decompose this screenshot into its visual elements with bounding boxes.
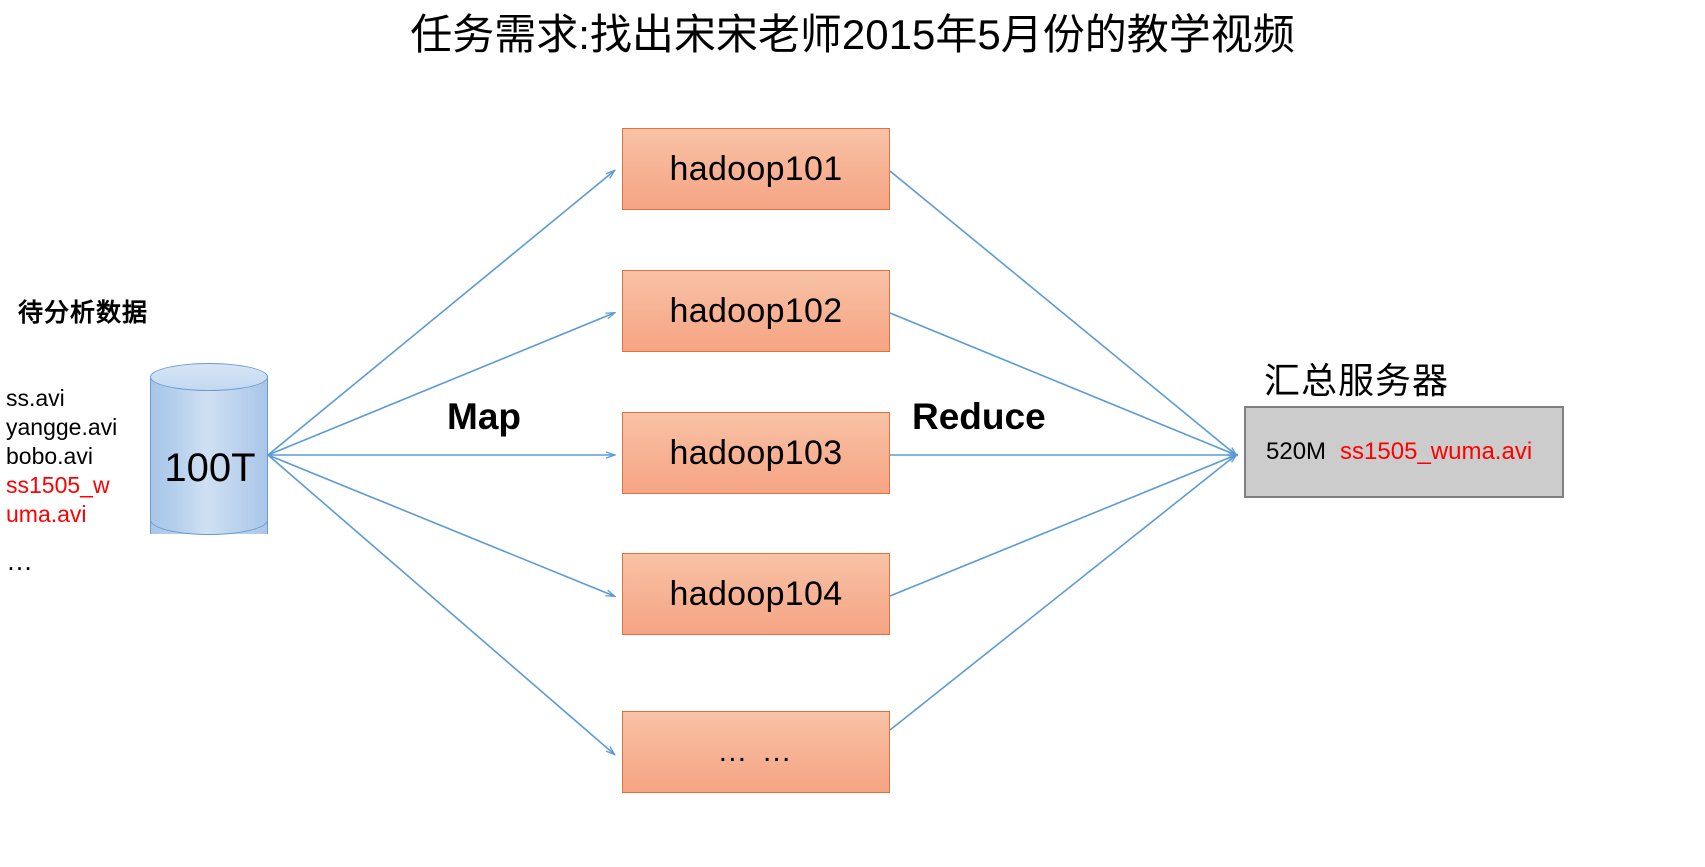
source-data-label: 待分析数据 — [18, 299, 149, 327]
map-arrow-hadoop104 — [267, 454, 614, 596]
source-file-list: ss.avi yangge.avi bobo.avi ss1505_w uma.… — [6, 384, 146, 529]
map-arrow-hadoop101 — [267, 171, 614, 456]
list-item: bobo.avi — [6, 443, 93, 469]
list-item: ss.avi — [6, 385, 65, 411]
worker-node-label: … … — [717, 735, 795, 768]
reduce-arrows — [889, 170, 1236, 731]
list-item-highlighted: uma.avi — [6, 501, 87, 527]
map-arrow-hadoop102 — [267, 313, 614, 456]
worker-node-hadoop102[interactable]: hadoop102 — [622, 270, 890, 352]
list-item: yangge.avi — [6, 414, 118, 440]
data-store-capacity-label: 100T — [164, 446, 256, 490]
worker-node-more[interactable]: … … — [622, 711, 890, 793]
worker-node-label: hadoop103 — [669, 433, 843, 472]
worker-node-hadoop101[interactable]: hadoop101 — [622, 128, 890, 210]
cylinder-bottom — [150, 505, 268, 535]
list-item-highlighted: ss1505_w — [6, 472, 110, 498]
worker-node-hadoop103[interactable]: hadoop103 — [622, 412, 890, 494]
map-arrow-more — [267, 454, 614, 754]
worker-node-label: hadoop104 — [669, 574, 843, 613]
worker-node-hadoop104[interactable]: hadoop104 — [622, 553, 890, 635]
reduce-arrow-hadoop104 — [889, 455, 1236, 597]
aggregator-title: 汇总服务器 — [1264, 360, 1450, 401]
stage-label-reduce: Reduce — [912, 396, 1046, 437]
data-store-cylinder-icon: 100T — [150, 362, 270, 550]
page-title: 任务需求:找出宋宋老师2015年5月份的教学视频 — [410, 11, 1295, 58]
aggregator-result-size: 520M — [1266, 438, 1327, 465]
aggregator-result-filename: ss1505_wuma.avi — [1340, 438, 1533, 465]
worker-node-label: hadoop102 — [669, 291, 843, 330]
map-arrows — [267, 171, 614, 754]
reduce-arrow-more — [889, 455, 1236, 731]
aggregator-result-box[interactable]: 520M ss1505_wuma.avi — [1244, 406, 1564, 498]
source-file-list-ellipsis: … — [6, 546, 34, 576]
cylinder-top — [150, 363, 268, 391]
worker-node-label: hadoop101 — [669, 149, 843, 188]
stage-label-map: Map — [447, 396, 521, 437]
